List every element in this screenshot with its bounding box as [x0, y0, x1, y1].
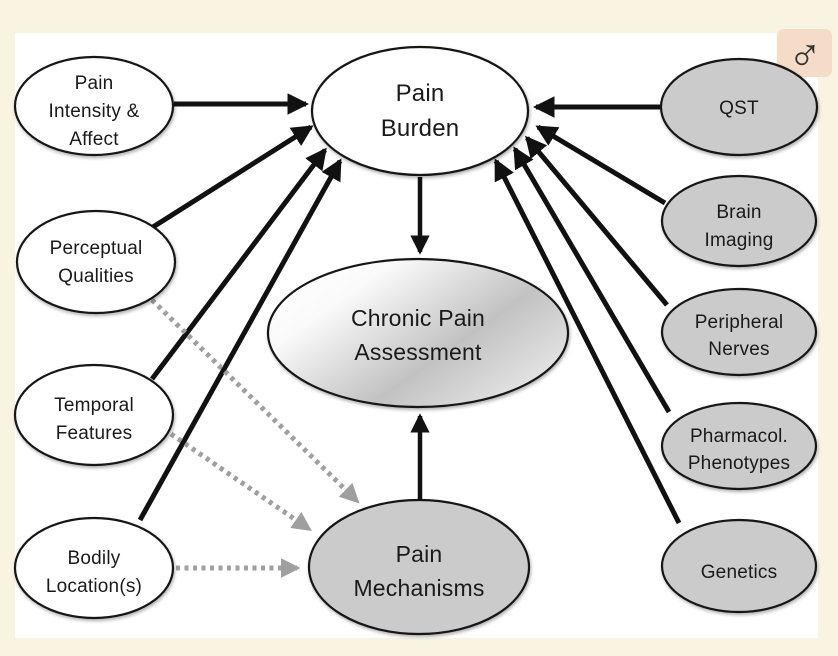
- perceptual-qualities-label-2: Qualities: [58, 266, 134, 287]
- node-brain-imaging: Brain Imaging: [660, 174, 818, 268]
- diagram-edges: [137, 93, 682, 578]
- edge-perceptual-to-pain-mechanisms: [150, 298, 360, 504]
- pain-mechanisms-ellipse: [307, 498, 531, 636]
- edge-genetics-to-pain-burden: [493, 158, 682, 525]
- qst-ellipse: [659, 57, 819, 157]
- pharmacol-phenotypes-label-1: Pharmacol.: [690, 426, 788, 447]
- temporal-features-label-1: Temporal: [54, 395, 134, 416]
- genetics-ellipse: [660, 518, 818, 614]
- chronic-pain-assessment-label-2: Assessment: [354, 339, 482, 365]
- temporal-features-label-2: Features: [56, 423, 133, 444]
- node-chronic-pain-assessment: Chronic Pain Assessment: [266, 257, 570, 409]
- brain-imaging-ellipse: [660, 174, 818, 268]
- node-pharmacol-phenotypes: Pharmacol. Phenotypes: [660, 401, 818, 491]
- edge-pharmacol-to-pain-burden: [512, 146, 672, 414]
- genetics-label-1: Genetics: [701, 562, 778, 583]
- perceptual-qualities-label-1: Perceptual: [50, 238, 143, 259]
- node-bodily-locations: Bodily Location(s): [13, 516, 175, 620]
- bodily-locations-ellipse: [13, 516, 175, 620]
- peripheral-nerves-label-2: Nerves: [708, 339, 769, 360]
- edge-perceptual-to-pain-burden: [151, 124, 314, 230]
- peripheral-nerves-label-1: Peripheral: [695, 312, 784, 333]
- pain-mechanisms-label-2: Mechanisms: [353, 575, 484, 601]
- edge-brain-imaging-to-pain-burden: [535, 124, 667, 206]
- pharmacol-phenotypes-ellipse: [660, 401, 818, 491]
- node-qst: QST: [659, 57, 819, 157]
- male-symbol-icon: ♂: [788, 27, 823, 79]
- peripheral-nerves-ellipse: [660, 287, 818, 377]
- qst-label-1: QST: [719, 98, 759, 119]
- edge-bodily-to-pain-burden: [137, 158, 343, 522]
- perceptual-qualities-ellipse: [15, 209, 177, 315]
- edge-temporal-to-pain-mechanisms: [169, 431, 312, 532]
- node-pain-mechanisms: Pain Mechanisms: [307, 498, 531, 636]
- pain-burden-ellipse: [310, 45, 530, 177]
- chronic-pain-assessment-label-1: Chronic Pain: [351, 305, 485, 331]
- bodily-locations-label-2: Location(s): [46, 576, 142, 597]
- brain-imaging-label-1: Brain: [716, 202, 761, 223]
- node-perceptual-qualities: Perceptual Qualities: [15, 209, 177, 315]
- pain-intensity-affect-label-1: Pain: [75, 73, 114, 94]
- brain-imaging-label-2: Imaging: [705, 230, 774, 251]
- bodily-locations-label-1: Bodily: [68, 548, 121, 569]
- pain-intensity-affect-label-3: Affect: [69, 129, 119, 150]
- edge-peripheral-nerves-to-pain-burden: [525, 135, 669, 307]
- pain-intensity-affect-label-2: Intensity &: [49, 101, 140, 122]
- edge-temporal-to-pain-burden: [150, 147, 327, 381]
- node-peripheral-nerves: Peripheral Nerves: [660, 287, 818, 377]
- node-temporal-features: Temporal Features: [13, 363, 175, 467]
- chronic-pain-assessment-ellipse: [266, 257, 570, 409]
- pain-burden-label-1: Pain: [396, 80, 445, 107]
- temporal-features-ellipse: [13, 363, 175, 467]
- node-genetics: Genetics: [660, 518, 818, 614]
- pain-mechanisms-label-1: Pain: [396, 541, 443, 567]
- male-gender-badge[interactable]: ♂: [777, 27, 832, 79]
- node-pain-burden: Pain Burden: [310, 45, 530, 177]
- pain-burden-label-2: Burden: [381, 115, 460, 142]
- male-badge-background: [777, 29, 832, 77]
- pharmacol-phenotypes-label-2: Phenotypes: [688, 453, 790, 474]
- node-pain-intensity-affect: Pain Intensity & Affect: [13, 55, 175, 157]
- pain-intensity-affect-ellipse: [13, 55, 175, 157]
